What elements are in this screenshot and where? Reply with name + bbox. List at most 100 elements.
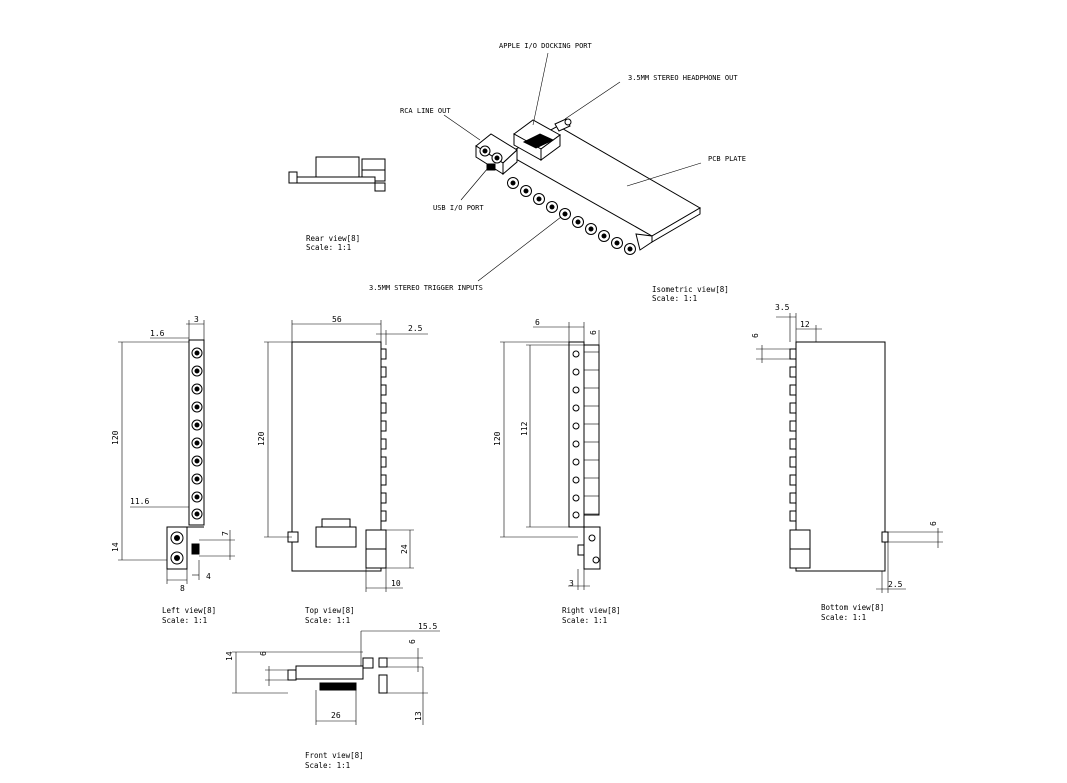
right-jack bbox=[572, 458, 580, 466]
bottom-view: 3.5 12 6 6 2.5 Bottom view[8] Scale: 1:1 bbox=[751, 303, 943, 622]
dim-label: 8 bbox=[180, 584, 185, 593]
pcb-plate-tab bbox=[635, 233, 653, 251]
rca-block-side bbox=[502, 148, 518, 176]
dim-label: 14 bbox=[111, 542, 120, 552]
bottom-jack bbox=[789, 456, 797, 468]
dim-label: 14 bbox=[225, 651, 234, 661]
left-jack-center bbox=[194, 386, 200, 392]
front-view-scale: Scale: 1:1 bbox=[305, 761, 350, 770]
dim-label: 120 bbox=[111, 430, 120, 445]
dock-block-side bbox=[540, 134, 561, 161]
iso-view-scale: Scale: 1:1 bbox=[652, 294, 697, 303]
bottom-jack bbox=[789, 402, 797, 414]
left-usb-port bbox=[191, 543, 200, 555]
callout-rca: RCA LINE OUT bbox=[400, 107, 451, 115]
trigger-jack-center bbox=[614, 240, 620, 246]
rear-jack bbox=[288, 171, 298, 184]
trigger-jack-center bbox=[575, 219, 581, 225]
callout-pcb: PCB PLATE bbox=[708, 155, 746, 163]
leader-pcb bbox=[626, 162, 702, 187]
front-jack bbox=[287, 669, 297, 681]
dim-label: 120 bbox=[257, 431, 266, 446]
front-view-title: Front view[8] bbox=[305, 751, 364, 760]
callout-usb: USB I/O PORT bbox=[433, 204, 484, 212]
bottom-jack bbox=[789, 348, 797, 360]
isometric-view: APPLE I/O DOCKING PORT 3.5MM STEREO HEAD… bbox=[369, 42, 746, 303]
left-view-scale: Scale: 1:1 bbox=[162, 616, 207, 625]
right-jack bbox=[572, 422, 580, 430]
right-jack bbox=[572, 440, 580, 448]
bottom-jacks bbox=[789, 348, 797, 522]
left-rca-jack-1-center bbox=[174, 535, 180, 541]
left-jack-center bbox=[194, 350, 200, 356]
top-dock-block bbox=[315, 526, 357, 548]
callout-trigger: 3.5MM STEREO TRIGGER INPUTS bbox=[369, 284, 483, 292]
dim-label: 3 bbox=[194, 315, 199, 324]
trigger-jacks-iso bbox=[507, 177, 636, 255]
callout-apple-io: APPLE I/O DOCKING PORT bbox=[499, 42, 593, 50]
bottom-jack bbox=[789, 366, 797, 378]
right-rca-jack-2 bbox=[592, 556, 600, 564]
bottom-jack bbox=[789, 438, 797, 450]
top-dock-connector bbox=[321, 518, 351, 528]
top-view-scale: Scale: 1:1 bbox=[305, 616, 350, 625]
right-jack bbox=[572, 511, 580, 519]
left-jack-center bbox=[194, 494, 200, 500]
dim-label: 120 bbox=[493, 431, 502, 446]
right-jacks bbox=[572, 350, 580, 519]
dim-label: 26 bbox=[331, 711, 341, 720]
trigger-jack-center bbox=[562, 211, 568, 217]
left-jack-center bbox=[194, 422, 200, 428]
right-jack bbox=[572, 476, 580, 484]
trigger-jack-center bbox=[510, 180, 516, 186]
bottom-jack bbox=[789, 492, 797, 504]
usb-port bbox=[486, 163, 496, 171]
top-jack bbox=[380, 420, 387, 432]
right-jack bbox=[572, 386, 580, 394]
top-jacks bbox=[380, 348, 387, 522]
dim-label: 6 bbox=[535, 318, 540, 327]
front-pcb bbox=[295, 665, 364, 680]
dim-label: 15.5 bbox=[418, 622, 437, 631]
left-view: 1.6 3 120 11.6 7 14 8 4 Left view[8] Sca… bbox=[111, 315, 235, 625]
right-jack bbox=[572, 494, 580, 502]
rear-view: Rear view[8] Scale: 1:1 bbox=[288, 156, 386, 252]
dim-label: 2.5 bbox=[408, 324, 423, 333]
trigger-jack-center bbox=[523, 188, 529, 194]
top-jack bbox=[380, 366, 387, 378]
dim-label: 3 bbox=[569, 579, 574, 588]
right-ticks bbox=[584, 351, 599, 515]
dim-label: 11.6 bbox=[130, 497, 149, 506]
dim-label: 4 bbox=[206, 572, 211, 581]
dim-label: 6 bbox=[751, 333, 760, 338]
right-view-scale: Scale: 1:1 bbox=[562, 616, 607, 625]
leader-headphone bbox=[564, 81, 621, 120]
dim-label: 3.5 bbox=[775, 303, 790, 312]
trigger-jack-center bbox=[549, 204, 555, 210]
dim-label: 13 bbox=[414, 711, 423, 721]
top-jack bbox=[380, 384, 387, 396]
bottom-jack bbox=[789, 420, 797, 432]
top-jack bbox=[380, 402, 387, 414]
bottom-headphone bbox=[881, 531, 889, 543]
front-dock-connector bbox=[319, 682, 357, 691]
top-jack bbox=[380, 492, 387, 504]
right-jack bbox=[572, 404, 580, 412]
dim-label: 24 bbox=[400, 544, 409, 554]
leader-usb bbox=[460, 167, 489, 201]
rear-view-title: Rear view[8] bbox=[306, 234, 360, 243]
right-view-title: Right view[8] bbox=[562, 606, 621, 615]
right-jack bbox=[572, 350, 580, 358]
iso-view-title: Isometric view[8] bbox=[652, 285, 729, 294]
dim-label: 56 bbox=[332, 315, 342, 324]
dim-label: 112 bbox=[520, 421, 529, 436]
trigger-jack-center bbox=[601, 233, 607, 239]
left-rca-jack-2-center bbox=[174, 555, 180, 561]
front-step bbox=[362, 657, 374, 669]
leader-rca bbox=[443, 114, 481, 141]
callout-headphone: 3.5MM STEREO HEADPHONE OUT bbox=[628, 74, 738, 82]
dim-label: 2.5 bbox=[888, 580, 903, 589]
left-jack-center bbox=[194, 458, 200, 464]
top-view: 56 2.5 120 24 10 Top view[8] Scale: 1:1 bbox=[257, 315, 428, 625]
